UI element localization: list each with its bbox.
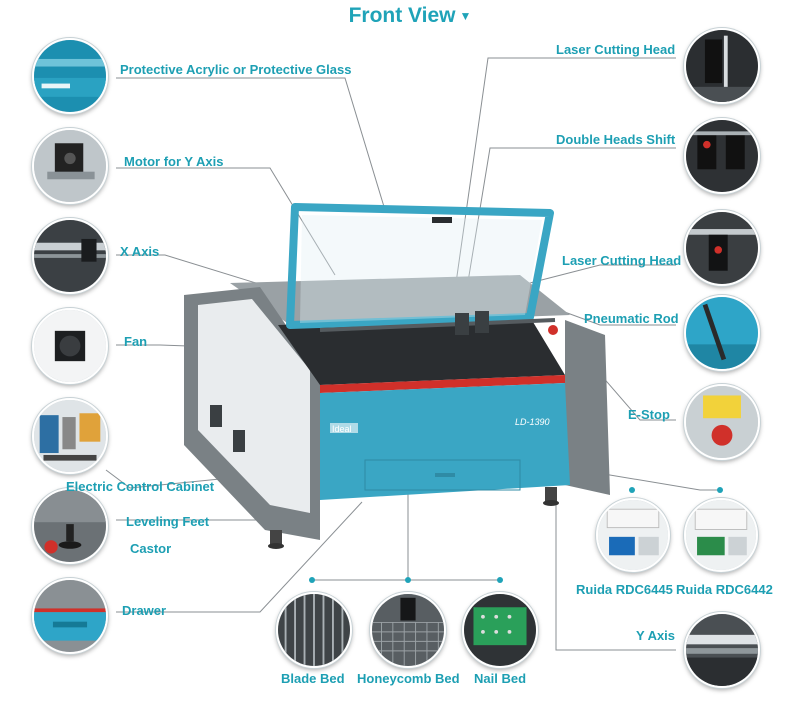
door-lock — [210, 405, 222, 427]
label-electric-control-cabinet: Electric Control Cabinet — [66, 479, 215, 494]
label-blade-bed: Blade Bed — [281, 671, 345, 686]
honeycomb-bed-thumbnail — [370, 592, 446, 668]
electric-control-cabinet-thumbnail — [32, 398, 108, 474]
label-x-axis: X Axis — [120, 244, 160, 259]
label-y-axis: Y Axis — [636, 628, 676, 643]
ruida-rdc6445-thumbnail — [596, 498, 670, 572]
motor-y-axis-thumbnail — [32, 128, 108, 204]
pneumatic-rod-thumbnail — [684, 295, 760, 371]
label-ruida-rdc6442: Ruida RDC6442 — [676, 582, 773, 597]
e-stop-thumbnail — [684, 384, 760, 460]
drawer — [364, 459, 521, 491]
e-stop-button — [548, 325, 558, 335]
label-nail-bed: Nail Bed — [474, 671, 527, 686]
door-lock — [233, 430, 245, 452]
nail-bed-thumbnail — [462, 592, 538, 668]
drawer-thumbnail — [32, 578, 108, 654]
label-fan: Fan — [124, 334, 148, 349]
laser-head — [475, 311, 489, 333]
laser-cutting-head-thumbnail — [684, 28, 760, 104]
label-castor: Castor — [130, 541, 172, 556]
brand-label: Ideal — [332, 424, 352, 434]
protective-glass-thumbnail — [32, 38, 108, 114]
laser-cutting-head-2-thumbnail — [684, 210, 760, 286]
label-motor-y-axis: Motor for Y Axis — [124, 154, 224, 169]
label-laser-cutting-head-1: Laser Cutting Head — [556, 42, 676, 57]
y-axis-thumbnail — [684, 612, 760, 688]
double-heads-shift-thumbnail — [684, 118, 760, 194]
fan-thumbnail — [32, 308, 108, 384]
leveling-foot — [545, 487, 557, 501]
x-axis-thumbnail — [32, 218, 108, 294]
label-laser-cutting-head-2: Laser Cutting Head — [562, 253, 682, 268]
ruida-rdc6442-thumbnail — [684, 498, 758, 572]
label-leveling-feet: Leveling Feet — [126, 514, 210, 529]
leveling-feet-castor-thumbnail — [32, 488, 108, 564]
page-title: Front View▼ — [348, 4, 472, 27]
laser-machine-illustration: Ideal LD-1390 — [184, 203, 610, 549]
blade-bed-thumbnail — [276, 592, 352, 668]
label-pneumatic-rod: Pneumatic Rod — [584, 311, 679, 326]
label-protective-glass: Protective Acrylic or Protective Glass — [120, 62, 352, 77]
leveling-foot — [270, 530, 282, 544]
label-e-stop: E-Stop — [628, 407, 670, 422]
front-panel — [320, 383, 570, 500]
model-label: LD-1390 — [515, 417, 550, 427]
lid-frame — [286, 203, 554, 329]
label-ruida-rdc6445: Ruida RDC6445 — [576, 582, 673, 597]
label-double-heads-shift: Double Heads Shift — [556, 132, 676, 147]
label-drawer: Drawer — [122, 603, 167, 618]
triangle-down-icon: ▼ — [459, 9, 472, 24]
laser-head — [455, 313, 469, 335]
label-honeycomb-bed: Honeycomb Bed — [357, 671, 460, 686]
